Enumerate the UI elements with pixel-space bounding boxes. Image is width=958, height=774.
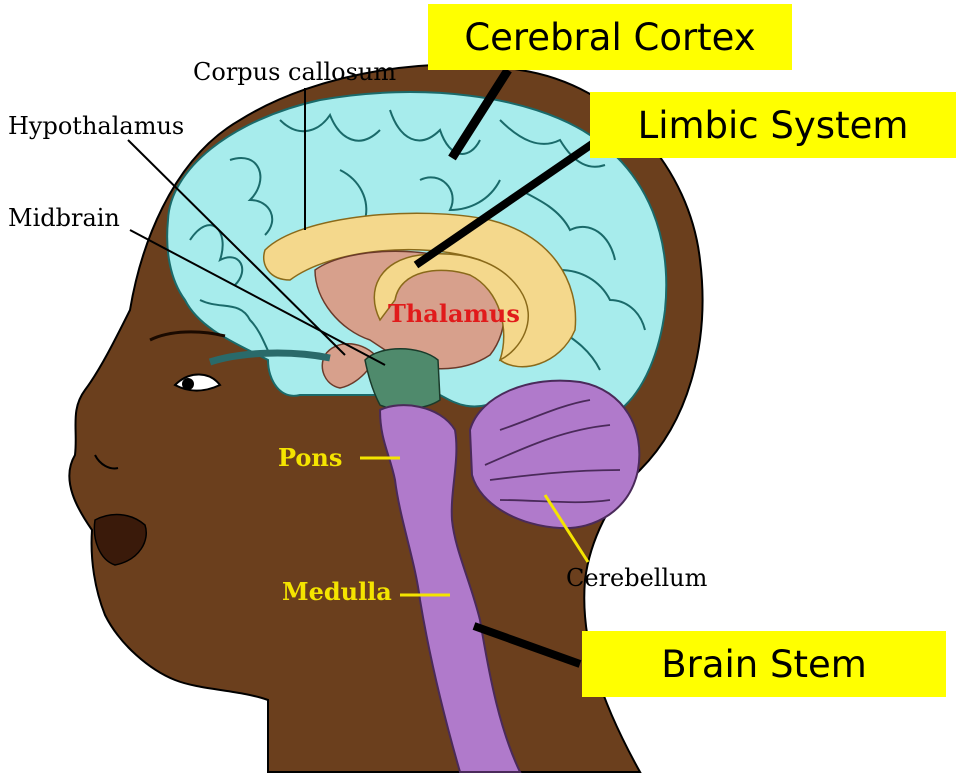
nostril xyxy=(94,454,119,470)
leader-cerebellum xyxy=(543,494,590,563)
leader-midbrain xyxy=(129,229,386,366)
corpus-callosum-region xyxy=(263,212,577,368)
label-hypothalamus: Hypothalamus xyxy=(8,112,184,140)
yellow-leader-lines xyxy=(360,456,590,597)
callout-brain-stem-text: Brain Stem xyxy=(661,642,867,686)
leader-hypothalamus xyxy=(127,139,346,356)
limbic-arc xyxy=(373,253,530,362)
leader-lines xyxy=(127,67,598,668)
eye-pupil xyxy=(182,378,194,390)
callout-cerebral-cortex: Cerebral Cortex xyxy=(428,4,792,70)
brainstem-region xyxy=(378,404,522,773)
leader-limbic xyxy=(413,138,598,269)
callout-cerebral-cortex-text: Cerebral Cortex xyxy=(464,15,756,59)
label-pons: Pons xyxy=(278,443,342,472)
callout-limbic-system-text: Limbic System xyxy=(637,103,909,147)
callout-brain-stem: Brain Stem xyxy=(582,631,946,697)
thalamus-region xyxy=(314,250,505,370)
callout-limbic-system: Limbic System xyxy=(590,92,956,158)
lips xyxy=(93,513,147,566)
label-cerebellum: Cerebellum xyxy=(566,564,708,592)
eyebrow xyxy=(149,330,226,342)
label-midbrain: Midbrain xyxy=(8,204,120,232)
label-thalamus: Thalamus xyxy=(388,299,520,328)
cerebellum-region xyxy=(468,379,641,530)
cerebellum-folds xyxy=(484,399,621,504)
leader-brainstem xyxy=(472,622,582,668)
label-corpus-callosum: Corpus callosum xyxy=(193,58,396,86)
optic-nerve xyxy=(208,349,331,366)
leader-cortex xyxy=(448,67,512,161)
label-medulla: Medulla xyxy=(282,577,392,606)
